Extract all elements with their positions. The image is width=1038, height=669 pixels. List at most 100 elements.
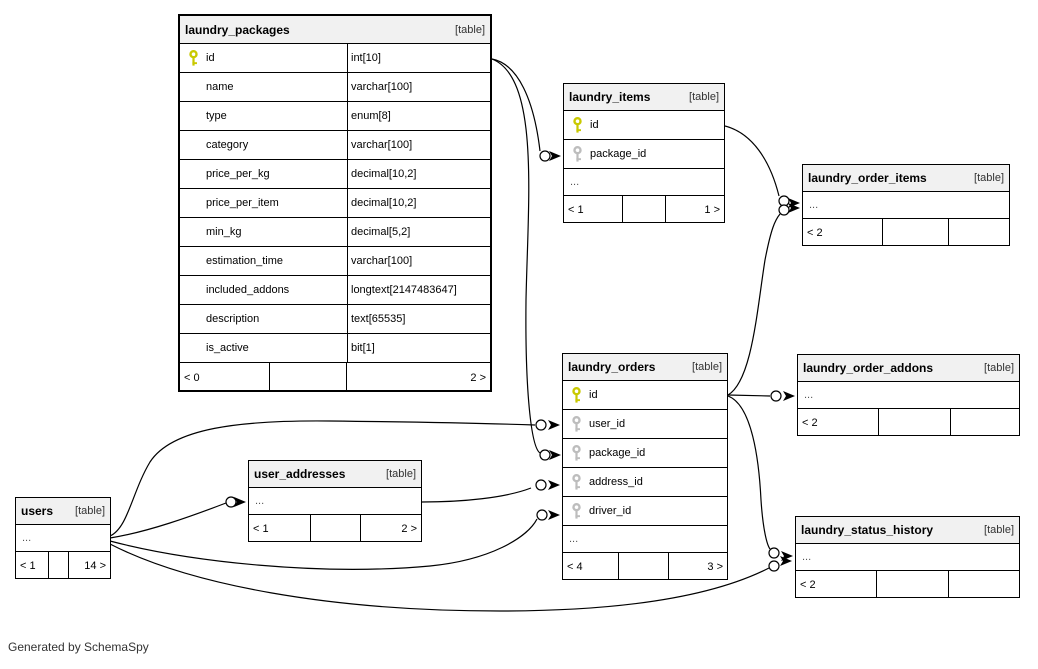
zero-or-one-circle bbox=[778, 204, 790, 216]
column-type: varchar[100] bbox=[347, 73, 412, 101]
column-row-id: id bbox=[564, 111, 724, 140]
table-title: laundry_order_items bbox=[808, 171, 927, 185]
zero-or-one-circle bbox=[535, 479, 547, 491]
table-title: users bbox=[21, 504, 54, 518]
footer-middle-cell bbox=[311, 515, 361, 542]
column-type: decimal[5,2] bbox=[347, 218, 410, 246]
relationship-users->user_addresses bbox=[109, 496, 246, 539]
footer-children-count: 2 > bbox=[401, 522, 417, 535]
footer-middle-cell bbox=[877, 571, 949, 598]
table-user_addresses[interactable]: user_addresses [table] ... < 1 2 > bbox=[248, 460, 422, 542]
column-row-user_id: user_id bbox=[563, 410, 727, 439]
column-type: varchar[100] bbox=[347, 131, 412, 159]
generator-note: Generated by SchemaSpy bbox=[8, 640, 149, 654]
column-type: enum[8] bbox=[347, 102, 391, 130]
key-icon bbox=[188, 49, 198, 66]
arrowhead bbox=[549, 151, 561, 161]
table-header[interactable]: users [table] bbox=[16, 498, 110, 525]
relationship-laundry_packages.id->laundry_orders.package_id bbox=[491, 58, 561, 461]
table-header[interactable]: laundry_order_items [table] bbox=[803, 165, 1009, 192]
key-icon bbox=[571, 386, 581, 403]
column-row-estimation_time: estimation_time varchar[100] bbox=[180, 247, 490, 276]
relationship-laundry_orders.id->laundry_status_history bbox=[727, 395, 793, 561]
footer-children-count bbox=[949, 219, 1009, 246]
column-row-price_per_kg: price_per_kg decimal[10,2] bbox=[180, 160, 490, 189]
zero-or-one-circle bbox=[770, 390, 782, 402]
column-name: price_per_item bbox=[206, 197, 279, 209]
column-name: id bbox=[206, 52, 215, 64]
zero-or-one-circle bbox=[225, 496, 237, 508]
table-laundry_order_items[interactable]: laundry_order_items [table] ... < 2 bbox=[802, 164, 1010, 246]
table-laundry_packages[interactable]: laundry_packages [table] id int[10] name… bbox=[178, 14, 492, 392]
table-header[interactable]: laundry_packages [table] bbox=[180, 16, 490, 44]
relationship-laundry_orders.id->laundry_order_items bbox=[727, 203, 800, 396]
table-header[interactable]: laundry_status_history [table] bbox=[796, 517, 1019, 544]
footer-parents-count: < 1 bbox=[564, 196, 623, 223]
key-icon bbox=[571, 415, 581, 432]
table-header[interactable]: laundry_items [table] bbox=[564, 84, 724, 111]
table-tag: [table] bbox=[692, 361, 722, 373]
key-icon bbox=[571, 473, 581, 490]
footer-parents-count: < 1 bbox=[249, 515, 311, 542]
arrowhead bbox=[549, 450, 561, 460]
relationship-laundry_packages.id->laundry_items.package_id bbox=[491, 58, 561, 162]
table-header[interactable]: laundry_orders [table] bbox=[563, 354, 727, 381]
column-row-id: id int[10] bbox=[180, 44, 490, 73]
key-icon bbox=[571, 502, 581, 519]
table-tag: [table] bbox=[455, 23, 485, 36]
column-name: type bbox=[206, 110, 227, 122]
arrowhead bbox=[788, 203, 800, 213]
column-row-name: name varchar[100] bbox=[180, 73, 490, 102]
relationship-users->laundry_orders.user_id bbox=[109, 419, 560, 537]
column-row-is_active: is_active bit[1] bbox=[180, 334, 490, 363]
relationship-user_addresses->laundry_orders.address_id bbox=[421, 479, 560, 503]
column-row-min_kg: min_kg decimal[5,2] bbox=[180, 218, 490, 247]
table-header[interactable]: laundry_order_addons [table] bbox=[798, 355, 1019, 382]
column-row-driver_id: driver_id bbox=[563, 497, 727, 526]
key-icon bbox=[572, 116, 582, 133]
column-type: text[65535] bbox=[347, 305, 405, 333]
footer-children-count: 1 > bbox=[704, 203, 720, 216]
column-row-package_id: package_id bbox=[563, 439, 727, 468]
relationship-laundry_items.id->laundry_order_items bbox=[724, 125, 800, 208]
footer-middle-cell bbox=[619, 553, 669, 580]
ellipsis-row: ... bbox=[796, 544, 1019, 571]
column-row-category: category varchar[100] bbox=[180, 131, 490, 160]
relationship-users->laundry_status_history bbox=[109, 543, 792, 612]
table-laundry_items[interactable]: laundry_items [table] id package_id ... … bbox=[563, 83, 725, 223]
table-tag: [table] bbox=[984, 362, 1014, 374]
table-laundry_order_addons[interactable]: laundry_order_addons [table] ... < 2 bbox=[797, 354, 1020, 436]
column-type: bit[1] bbox=[347, 334, 375, 362]
table-footer: < 2 bbox=[796, 571, 1019, 598]
column-name: address_id bbox=[589, 476, 643, 488]
table-tag: [table] bbox=[386, 468, 416, 480]
ellipsis-row: ... bbox=[798, 382, 1019, 409]
footer-middle-cell bbox=[883, 219, 949, 246]
footer-children-count: 3 > bbox=[707, 560, 723, 573]
column-row-type: type enum[8] bbox=[180, 102, 490, 131]
arrowhead bbox=[548, 510, 560, 520]
arrowhead bbox=[234, 497, 246, 507]
zero-or-one-circle bbox=[768, 560, 780, 572]
column-name: min_kg bbox=[206, 226, 242, 238]
footer-parents-count: < 2 bbox=[796, 571, 877, 598]
foreign-key-cell bbox=[563, 415, 589, 433]
footer-parents-count: < 4 bbox=[563, 553, 619, 580]
table-laundry_orders[interactable]: laundry_orders [table] id user_id packag bbox=[562, 353, 728, 580]
table-footer: < 1 14 > bbox=[16, 552, 110, 579]
column-type: varchar[100] bbox=[347, 247, 412, 275]
table-title: user_addresses bbox=[254, 467, 346, 481]
column-name: category bbox=[206, 139, 249, 151]
footer-middle-cell bbox=[879, 409, 951, 436]
table-header[interactable]: user_addresses [table] bbox=[249, 461, 421, 488]
table-laundry_status_history[interactable]: laundry_status_history [table] ... < 2 bbox=[795, 516, 1020, 598]
footer-parents-count: < 0 bbox=[180, 363, 270, 392]
table-users[interactable]: users [table] ... < 1 14 > bbox=[15, 497, 111, 579]
ellipsis-row: ... bbox=[563, 526, 727, 553]
foreign-key-cell bbox=[563, 502, 589, 520]
table-title: laundry_items bbox=[569, 90, 651, 104]
ellipsis-row: ... bbox=[249, 488, 421, 515]
column-name: estimation_time bbox=[206, 255, 284, 267]
primary-key-cell bbox=[563, 386, 589, 404]
